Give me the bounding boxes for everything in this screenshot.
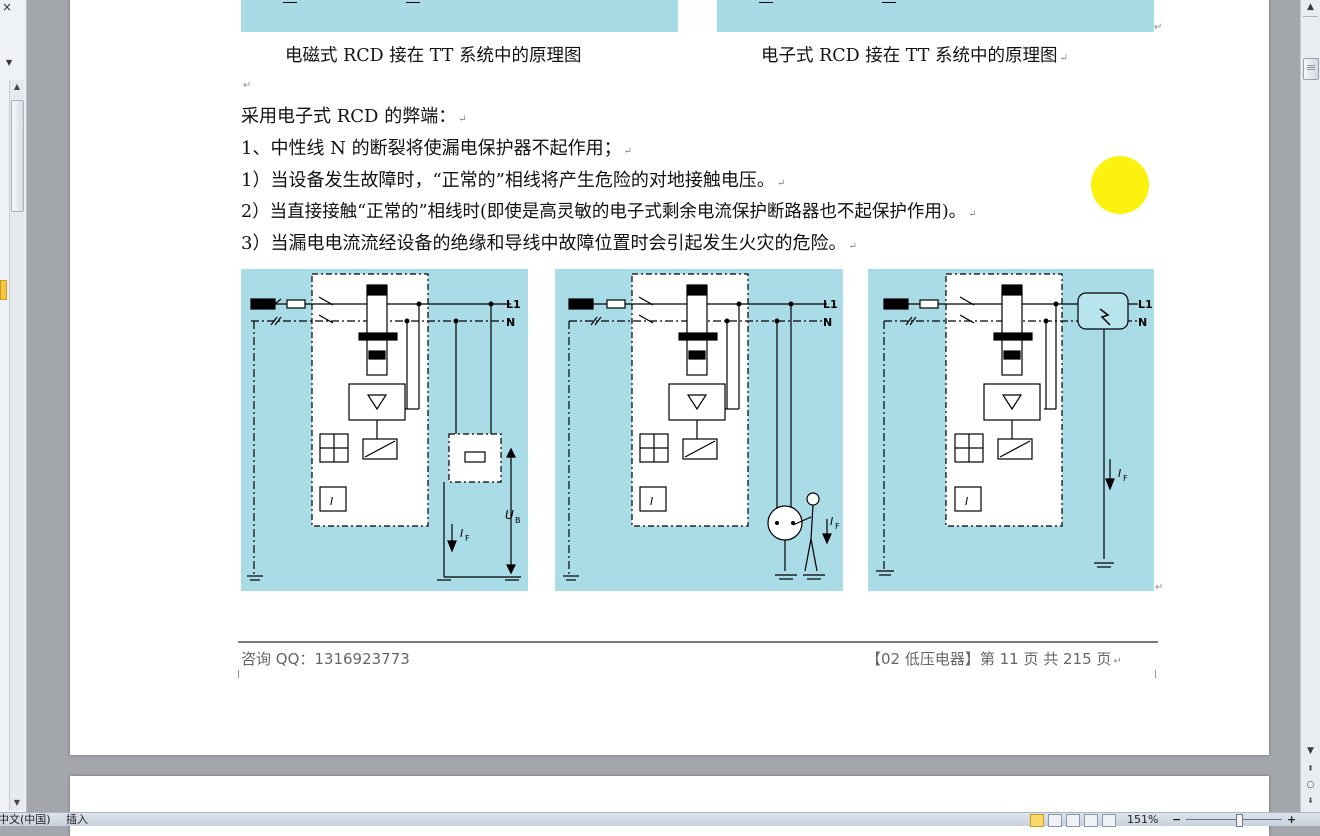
zoom-slider-track[interactable] <box>1186 819 1282 820</box>
label-neutral: N <box>1138 316 1147 329</box>
zoom-level[interactable]: 151% <box>1127 813 1159 826</box>
figure-top-left-partial <box>241 0 678 32</box>
label-neutral: N <box>506 316 515 329</box>
label-fault-current: I <box>830 515 833 528</box>
zoom-in-button[interactable]: + <box>1287 813 1297 826</box>
label-phase: L1 <box>1138 298 1153 311</box>
vertical-scrollbar[interactable]: ▲ ▼ ⇞ ○ ⇟ <box>1300 0 1320 812</box>
svg-text:F: F <box>835 522 840 531</box>
paragraph-sub-1: 1）当设备发生故障时，“正常的”相线将产生危险的对地接触电压。↵ <box>241 170 786 191</box>
browse-object-icon[interactable]: ○ <box>1306 780 1315 790</box>
paragraph-point-1: 1、中性线 N 的断裂将使漏电保护器不起作用；↵ <box>241 138 633 159</box>
label-phase: L1 <box>823 298 838 311</box>
scroll-thumb[interactable] <box>1303 58 1319 80</box>
zoom-slider-thumb[interactable] <box>1236 814 1243 827</box>
pane-scroll-thumb[interactable] <box>11 100 24 212</box>
caption-electromagnetic-rcd: 电磁式 RCD 接在 TT 系统中的原理图 <box>285 46 582 66</box>
paragraph-sub-2: 2）当直接接触“正常的”相线时(即使是高灵敏的电子式剩余电流保护断路器也不起保护… <box>241 202 977 222</box>
outline-view-icon[interactable] <box>1084 814 1098 827</box>
print-layout-view-icon[interactable] <box>1030 814 1044 827</box>
next-document-page <box>70 776 1269 836</box>
close-icon[interactable]: × <box>2 0 13 14</box>
previous-page-icon[interactable]: ⇞ <box>1307 764 1314 773</box>
cursor-highlight <box>1091 156 1149 214</box>
label-neutral: N <box>823 316 832 329</box>
svg-text:F: F <box>465 534 470 543</box>
pane-scrollbar[interactable]: ▲ ▼ <box>9 80 24 810</box>
paragraph-heading: 采用电子式 RCD 的弊端：↵ <box>241 106 467 127</box>
caption-electronic-rcd: 电子式 RCD 接在 TT 系统中的原理图↵ <box>761 46 1068 66</box>
label-fault-current: I <box>460 527 463 540</box>
label-touch-voltage: U <box>505 508 514 522</box>
pane-marker <box>0 280 7 300</box>
web-layout-view-icon[interactable] <box>1066 814 1080 827</box>
zoom-out-button[interactable]: − <box>1172 813 1182 826</box>
figure-equipment-fault: L1 N I I F U B <box>241 269 528 591</box>
svg-text:F: F <box>1123 474 1128 483</box>
full-screen-view-icon[interactable] <box>1048 814 1062 827</box>
chevron-down-icon[interactable]: ▼ <box>6 58 13 67</box>
figure-insulation-fault: L1 N I I F <box>868 269 1154 591</box>
label-fault-current: I <box>1118 467 1121 480</box>
label-block: I <box>330 495 333 508</box>
label-phase: L1 <box>506 298 521 311</box>
label-block: I <box>650 495 653 508</box>
figure-direct-contact: L1 N I I F <box>555 269 843 591</box>
scroll-down-icon[interactable]: ▼ <box>13 798 21 807</box>
draft-view-icon[interactable] <box>1102 814 1116 827</box>
status-insert-mode[interactable]: 插入 <box>66 813 88 826</box>
footer-contact: 咨询 QQ：1316923773 <box>241 650 410 668</box>
task-pane: × ▼ ▲ ▼ <box>0 0 27 812</box>
scroll-up-icon[interactable]: ▲ <box>13 82 21 91</box>
status-language[interactable]: 中文(中国) <box>0 813 51 826</box>
label-block: I <box>965 495 968 508</box>
scroll-up-icon[interactable]: ▲ <box>1307 2 1314 12</box>
next-page-icon[interactable]: ⇟ <box>1307 796 1314 805</box>
footer-page-info: 【02 低压电器】第 11 页 共 215 页↵ <box>866 650 1122 668</box>
paragraph-sub-3: 3）当漏电电流流经设备的绝缘和导线中故障位置时会引起发生火灾的危险。↵ <box>241 233 857 254</box>
scroll-down-icon[interactable]: ▼ <box>1307 746 1314 756</box>
footer-divider <box>238 641 1158 643</box>
svg-text:B: B <box>515 516 521 525</box>
figure-top-right-partial <box>717 0 1154 32</box>
status-bar: 中文(中国) 插入 151% − + <box>0 812 1320 827</box>
